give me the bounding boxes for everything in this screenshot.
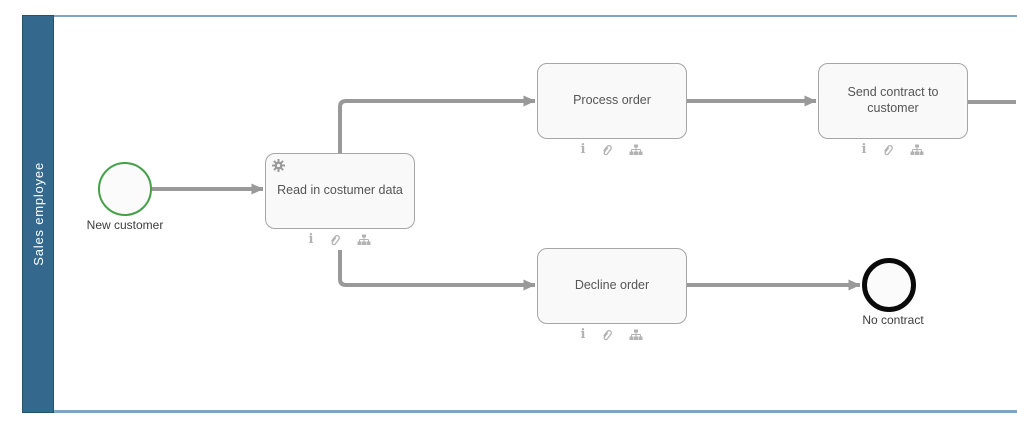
task-label: Process order [573,93,651,108]
task-footer-markers: i [819,142,967,158]
pool-bottom-boundary [53,410,1017,413]
info-icon[interactable]: i [580,142,586,157]
task-process-order[interactable]: Process order i [537,63,687,156]
task-send-contract-to-customer[interactable]: Send contract to customer i [818,63,968,156]
task-label: Send contract to customer [847,85,939,115]
task-footer-markers: i [538,142,686,158]
org-chart-icon[interactable] [910,144,924,156]
start-event-label: New customer [86,218,164,232]
start-event-new-customer[interactable] [98,162,152,216]
task-footer-markers: i [266,232,414,248]
flow-read-to-process[interactable] [338,95,536,153]
task-decline-order[interactable]: Decline order i [537,248,687,341]
org-chart-icon[interactable] [357,234,371,246]
pool-top-boundary [53,15,1017,17]
lane-sales-employee[interactable]: Sales employee [22,15,54,413]
gear-icon [272,159,285,172]
attachment-icon[interactable] [881,143,895,157]
attachment-icon[interactable] [600,143,614,157]
end-event-no-contract[interactable] [862,258,916,312]
task-footer-markers: i [538,327,686,343]
flow-read-to-decline[interactable] [338,250,536,291]
info-icon[interactable]: i [580,327,586,342]
org-chart-icon[interactable] [629,144,643,156]
info-icon[interactable]: i [308,232,314,247]
info-icon[interactable]: i [861,142,867,157]
task-label: Decline order [574,278,650,293]
attachment-icon[interactable] [600,328,614,342]
attachment-icon[interactable] [328,233,342,247]
org-chart-icon[interactable] [629,329,643,341]
task-read-in-costumer-data[interactable]: Read in costumer data i [265,153,415,246]
end-event-label: No contract [862,313,924,327]
task-label: Read in costumer data [277,183,403,198]
